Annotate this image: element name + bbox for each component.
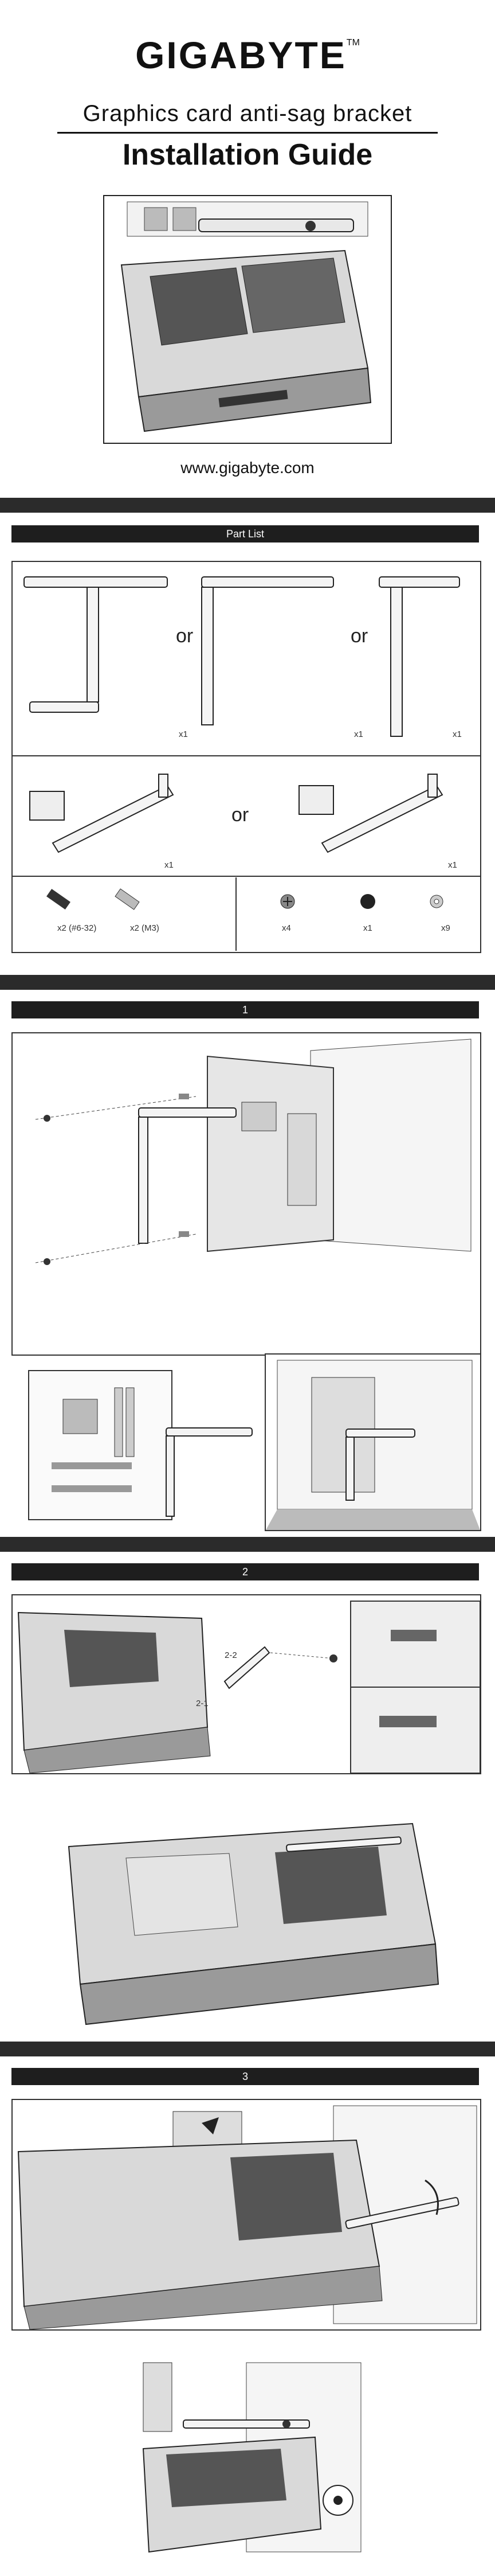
step-1-heading: 1 xyxy=(11,1001,479,1018)
step-3-heading: 3 xyxy=(11,2068,479,2085)
step-2-label-2-2: 2-2 xyxy=(225,1650,237,1660)
section-band xyxy=(0,975,495,990)
step-3-diagram xyxy=(11,2099,481,2331)
step-2-label-2-1: 2-1 xyxy=(196,1699,209,1708)
holder-qty-2: x1 xyxy=(448,860,457,870)
doc-title: Installation Guide xyxy=(122,138,373,171)
bracket-qty-2: x1 xyxy=(354,729,363,739)
screw-qty-2: x2 (M3) xyxy=(130,923,159,933)
section-band xyxy=(0,1537,495,1552)
trademark-mark: TM xyxy=(346,38,360,48)
section-band xyxy=(0,498,495,513)
step-2-diagram: 2-2 2-1 xyxy=(11,1594,481,1774)
brand-name: GIGABYTE xyxy=(135,34,347,76)
section-band xyxy=(0,2042,495,2056)
or-text-3: or xyxy=(231,804,249,826)
header-rule xyxy=(57,132,438,134)
screw-qty-3: x4 xyxy=(282,923,291,933)
step-1-board xyxy=(11,1365,264,1531)
step-2-result xyxy=(57,1801,447,2030)
step-1-diagram xyxy=(11,1032,481,1356)
bracket-qty-1: x1 xyxy=(179,729,188,739)
screw-qty-1: x2 (#6-32) xyxy=(57,923,97,933)
screw-qty-4: x1 xyxy=(363,923,372,933)
or-text-1: or xyxy=(176,625,194,647)
holder-qty-1: x1 xyxy=(164,860,174,870)
part-list-heading: Part List xyxy=(11,525,479,542)
screw-qty-5: x9 xyxy=(441,923,450,933)
or-text-2: or xyxy=(351,625,368,647)
step-2-heading: 2 xyxy=(11,1563,479,1580)
step-3-result xyxy=(132,2357,372,2569)
bracket-qty-3: x1 xyxy=(453,729,462,739)
hero-illustration xyxy=(103,195,392,444)
brand-logo: GIGABYTETM xyxy=(0,33,495,77)
website-url[interactable]: www.gigabyte.com xyxy=(180,459,315,477)
part-list-box: or or x1 x1 x1 or x1 x1 x2 (#6-32) x2 (M… xyxy=(11,561,481,953)
bracket-shape xyxy=(198,218,354,232)
doc-subtitle: Graphics card anti-sag bracket xyxy=(82,101,412,126)
step-1-case-view xyxy=(265,1353,481,1531)
